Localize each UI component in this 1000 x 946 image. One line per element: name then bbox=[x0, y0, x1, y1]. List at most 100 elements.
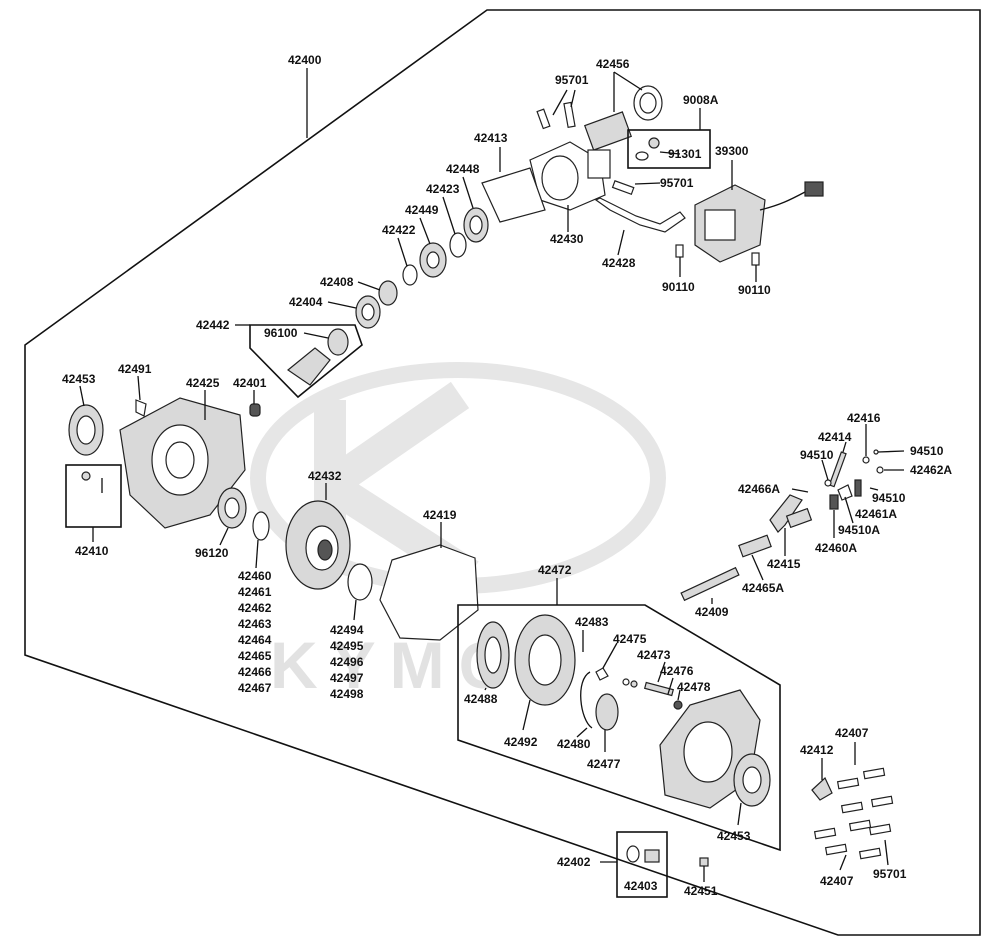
leader bbox=[821, 459, 829, 481]
leader bbox=[617, 229, 625, 256]
part-label: 42442 bbox=[196, 318, 230, 332]
ring-icon bbox=[402, 264, 418, 286]
part-label: 42466 bbox=[238, 665, 272, 679]
part-label: 42498 bbox=[330, 687, 364, 701]
ring-gear-icon bbox=[285, 500, 351, 590]
actuator-motor-icon bbox=[694, 181, 824, 263]
part-label: 42412 bbox=[800, 743, 834, 757]
shim-ring-icon bbox=[252, 511, 270, 541]
motor-group bbox=[327, 71, 824, 329]
washer-icon bbox=[635, 151, 649, 161]
pinion-gear-icon bbox=[286, 347, 331, 386]
part-label: 95701 bbox=[660, 176, 694, 190]
bolt-icon bbox=[813, 767, 894, 860]
spring-icon bbox=[829, 494, 839, 510]
part-label: 42402 bbox=[557, 855, 591, 869]
kit-9008A-box bbox=[627, 129, 711, 169]
leader bbox=[303, 332, 329, 339]
part-label: 42414 bbox=[818, 430, 852, 444]
part-label: 96120 bbox=[195, 546, 229, 560]
housing-icon bbox=[529, 141, 611, 211]
leader bbox=[667, 677, 674, 695]
part-label: 42432 bbox=[308, 469, 342, 483]
leader bbox=[397, 237, 408, 267]
part-label: 42407 bbox=[835, 726, 869, 740]
part-label: 42497 bbox=[330, 671, 364, 685]
leader bbox=[219, 527, 229, 546]
breather-fitting-icon bbox=[135, 399, 147, 417]
left-housing-group bbox=[65, 375, 479, 641]
leader bbox=[442, 196, 456, 235]
cover-kit-group bbox=[457, 578, 781, 852]
shift-fork-icon bbox=[769, 494, 803, 533]
leader bbox=[839, 854, 847, 871]
pin-icon bbox=[643, 681, 675, 697]
part-labels: 42400 95701 42456 9008A 91301 39300 9570… bbox=[62, 53, 952, 898]
part-label: 94510A bbox=[838, 523, 880, 537]
part-label: 42415 bbox=[767, 557, 801, 571]
part-label: 42449 bbox=[405, 203, 439, 217]
leader bbox=[657, 661, 666, 683]
part-label: 95701 bbox=[555, 73, 589, 87]
assembly-outline bbox=[24, 9, 981, 936]
spring-icon bbox=[854, 479, 862, 497]
leader bbox=[462, 176, 474, 209]
part-label: 42451 bbox=[684, 884, 718, 898]
leader bbox=[137, 375, 141, 401]
spring-icon bbox=[837, 484, 853, 501]
leader bbox=[552, 89, 568, 116]
part-label: 42465 bbox=[238, 649, 272, 663]
kit-42472-box bbox=[457, 604, 781, 852]
circlip-icon bbox=[580, 671, 593, 729]
part-label: 42466A bbox=[738, 482, 780, 496]
gasket-icon bbox=[481, 167, 546, 223]
part-label: 42476 bbox=[660, 664, 694, 678]
part-label: 42491 bbox=[118, 362, 152, 376]
leader bbox=[255, 539, 259, 569]
part-label: 42478 bbox=[677, 680, 711, 694]
part-label: 42407 bbox=[820, 874, 854, 888]
sleeve-icon bbox=[785, 507, 813, 529]
part-label: 42483 bbox=[575, 615, 609, 629]
kit-42402-box bbox=[616, 831, 668, 898]
part-label: 42428 bbox=[602, 256, 636, 270]
part-label: 42425 bbox=[186, 376, 220, 390]
leader bbox=[844, 496, 854, 524]
leader bbox=[327, 301, 357, 309]
ring-icon bbox=[449, 232, 467, 258]
leader bbox=[791, 488, 809, 493]
part-label: 42453 bbox=[717, 829, 751, 843]
part-label: 42403 bbox=[624, 879, 658, 893]
leader bbox=[602, 642, 618, 669]
bolt-icon bbox=[536, 101, 576, 130]
fitting-icon bbox=[595, 667, 609, 681]
cover-gasket-icon bbox=[379, 544, 479, 641]
leader bbox=[484, 687, 487, 691]
leader bbox=[884, 839, 889, 866]
part-label: 42463 bbox=[238, 617, 272, 631]
part-label: 42461A bbox=[855, 507, 897, 521]
shaft-icon bbox=[583, 85, 663, 151]
part-label: 42488 bbox=[464, 692, 498, 706]
leader bbox=[737, 802, 742, 826]
bolt-icon bbox=[611, 180, 635, 196]
part-label: 42472 bbox=[538, 563, 572, 577]
part-label: 42448 bbox=[446, 162, 480, 176]
leader bbox=[869, 487, 879, 491]
kit-42410-box bbox=[65, 464, 122, 528]
collar-icon bbox=[378, 280, 398, 306]
part-label: 42480 bbox=[557, 737, 591, 751]
washer-icon bbox=[626, 845, 640, 863]
part-label: 42419 bbox=[423, 508, 457, 522]
bearing-icon bbox=[595, 693, 619, 731]
part-label: 42422 bbox=[382, 223, 416, 237]
part-label: 94510 bbox=[910, 444, 944, 458]
part-label: 42423 bbox=[426, 182, 460, 196]
part-label: 42492 bbox=[504, 735, 538, 749]
nut-icon bbox=[648, 137, 660, 149]
part-label: 42477 bbox=[587, 757, 621, 771]
part-label: 42404 bbox=[289, 295, 323, 309]
part-label: 42409 bbox=[695, 605, 729, 619]
plate-icon bbox=[811, 777, 833, 801]
